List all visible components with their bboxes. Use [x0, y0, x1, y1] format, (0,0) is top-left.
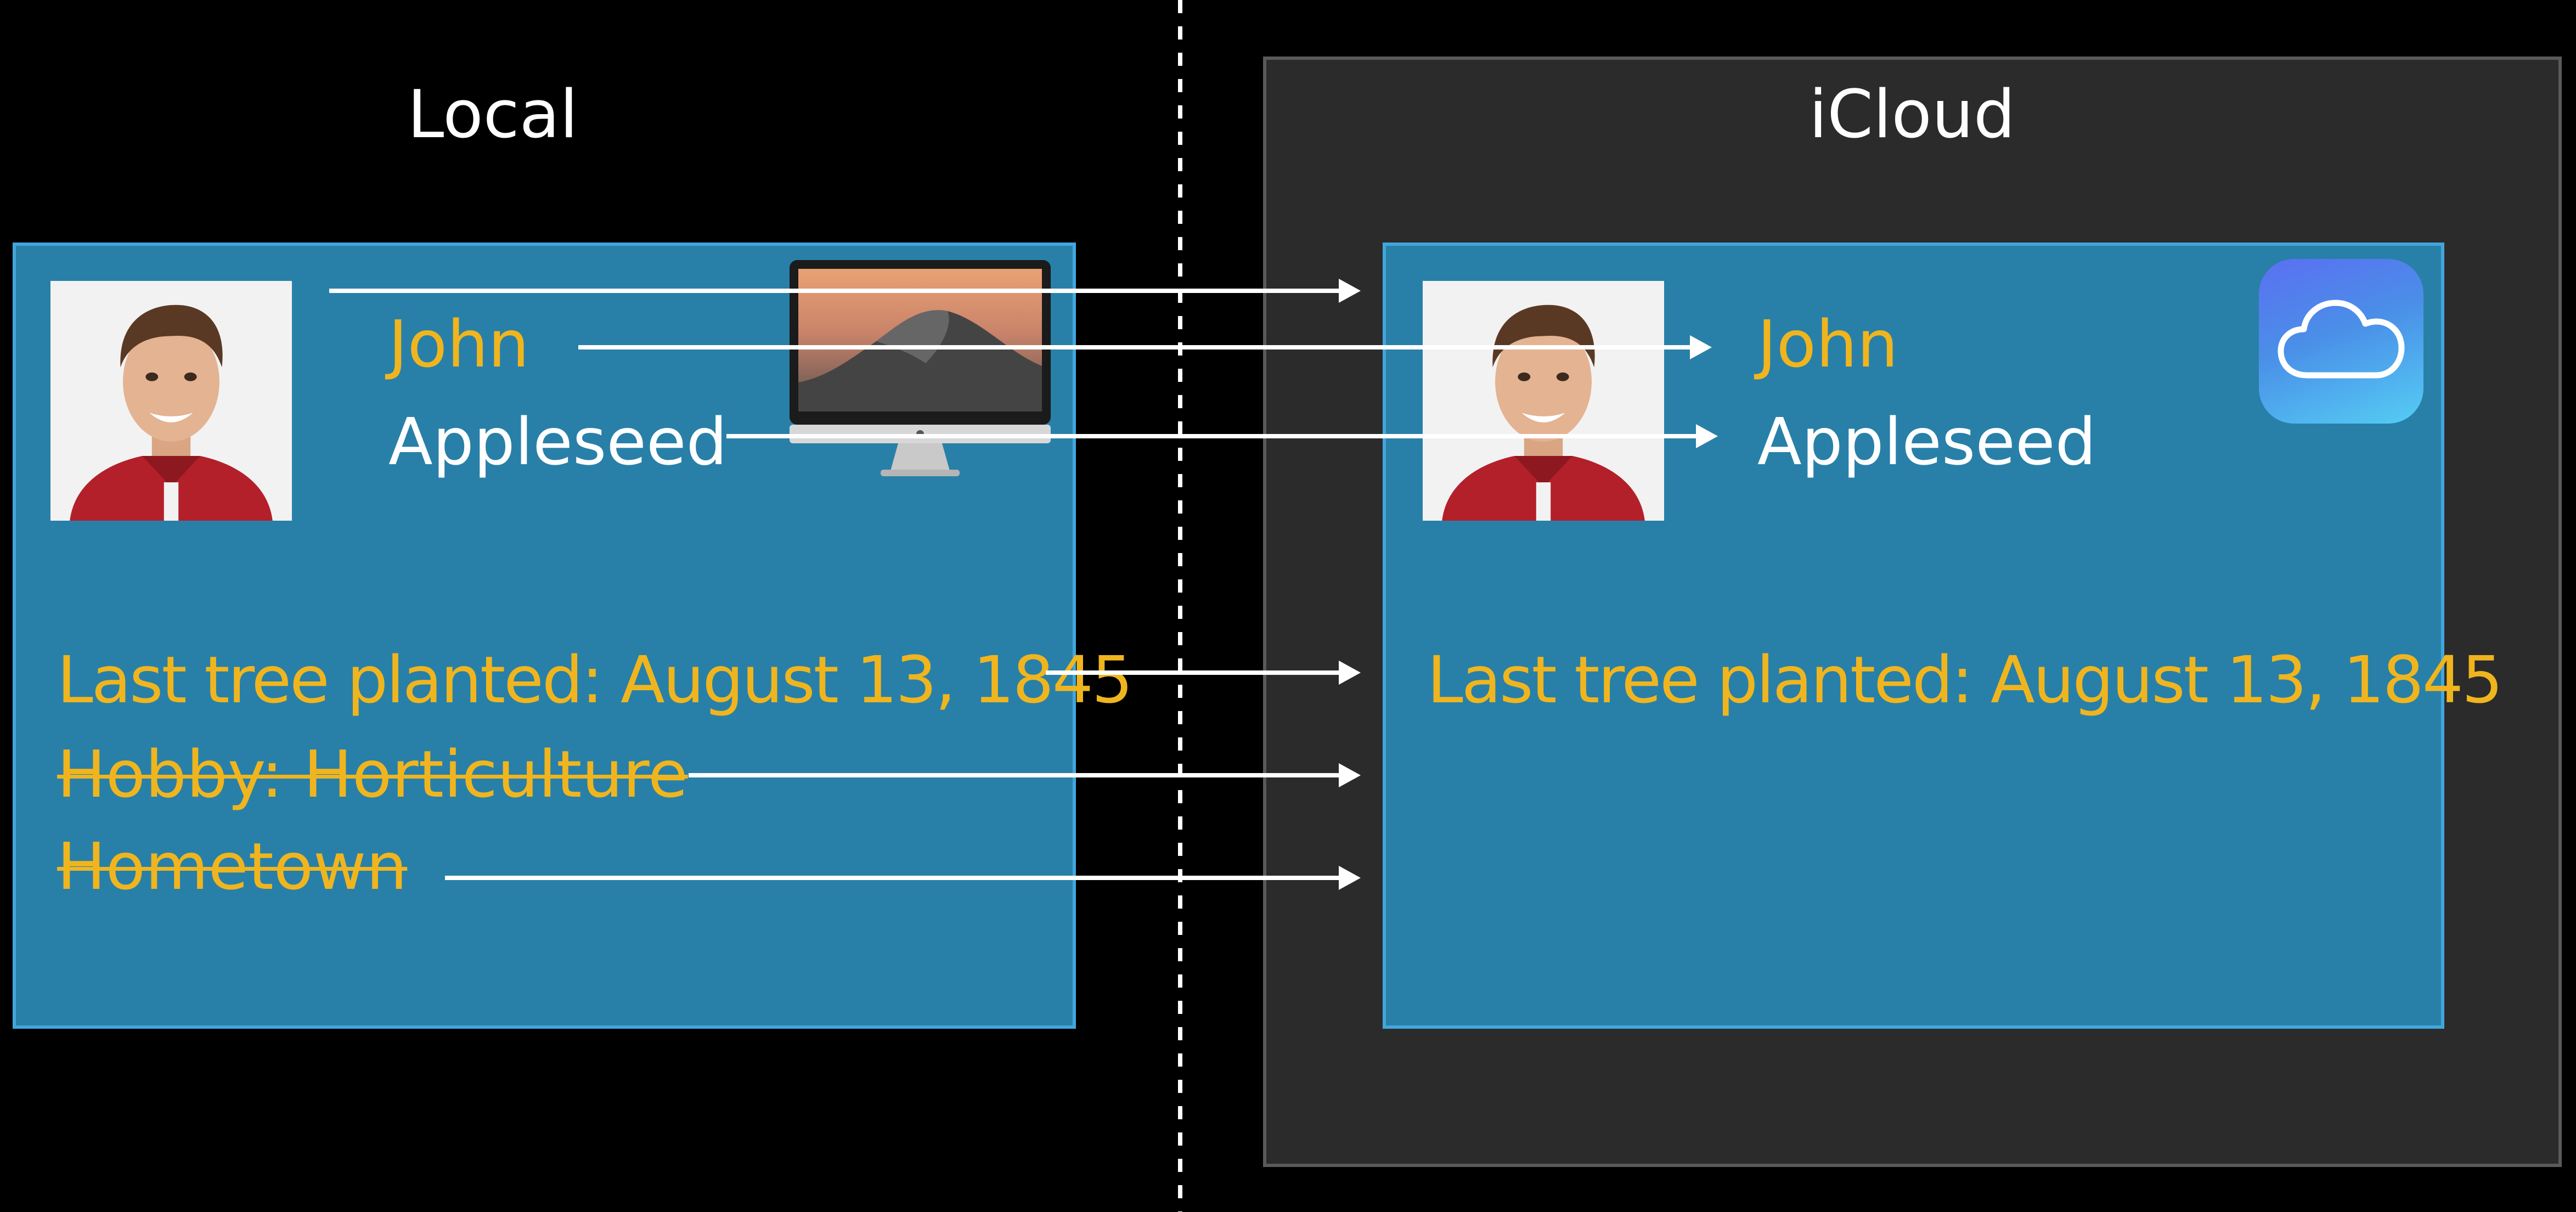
local-heading: Local: [407, 77, 578, 153]
local-field-hometown-deleted: Hometown: [57, 828, 408, 904]
icloud-last-name: Appleseed: [1757, 404, 2096, 480]
local-contact-photo: [50, 281, 292, 521]
local-last-name: Appleseed: [388, 404, 728, 480]
arrow-first-name-head: [1690, 335, 1712, 359]
arrow-last-tree-planted-head: [1339, 661, 1361, 685]
arrow-hobby-head: [1339, 763, 1361, 787]
icloud-icon: [2259, 259, 2423, 424]
local-field-hobby-deleted: Hobby: Horticulture: [57, 736, 688, 812]
local-field-last-tree-planted: Last tree planted: August 13, 1845: [57, 642, 1133, 718]
arrow-photo-head: [1339, 279, 1361, 303]
arrow-last-name-head: [1696, 424, 1718, 448]
arrow-hometown-head: [1339, 866, 1361, 890]
local-first-name: John: [388, 306, 529, 382]
icloud-field-last-tree-planted: Last tree planted: August 13, 1845: [1427, 642, 2503, 718]
local-icloud-divider: [1178, 0, 1182, 1212]
icloud-contact-photo: [1423, 281, 1664, 521]
icloud-heading: iCloud: [1808, 77, 2016, 153]
icloud-first-name: John: [1757, 306, 1898, 382]
